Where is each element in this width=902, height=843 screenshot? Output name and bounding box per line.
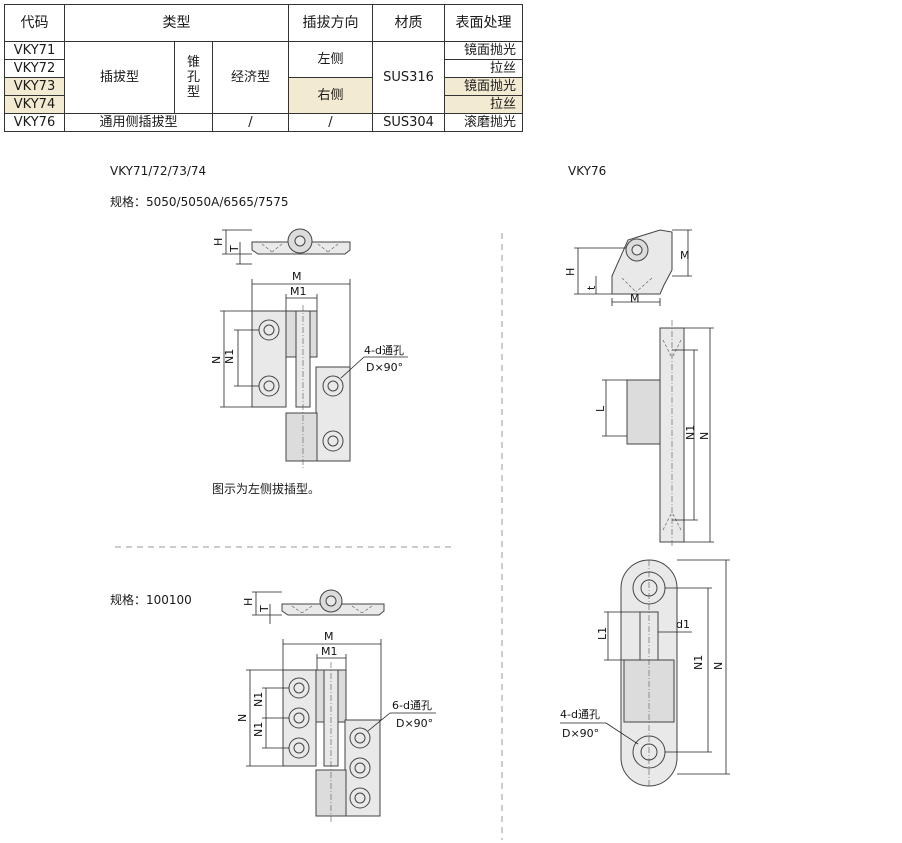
left-section-title: VKY71/72/73/74 (110, 164, 207, 178)
vky76-front-view: L N1 N (594, 320, 714, 548)
code-cell: VKY73 (4, 77, 65, 96)
dim-M-vky76-a: M (680, 249, 690, 262)
dim-N-vky76-b: N (712, 662, 725, 670)
dim-H-2: H (242, 598, 255, 606)
header-material: 材质 (372, 4, 445, 42)
hinge-side-view-1: H T (212, 228, 351, 265)
dim-M-2: M (324, 630, 334, 643)
hinge-front-view-2: M M1 N N1 N1 6-d通孔 D×90° (236, 630, 436, 824)
finish-cell: 滚磨抛光 (444, 113, 523, 132)
dim-N-1: N (210, 356, 223, 364)
dim-N1-vky76-a: N1 (684, 425, 697, 440)
header-type: 类型 (64, 4, 289, 42)
hinge-side-view-2: H T (242, 589, 385, 624)
dim-N-2: N (236, 714, 249, 722)
finish-cell: 镜面抛光 (444, 41, 523, 60)
spec-label-2: 规格：100100 (110, 593, 192, 607)
direction-right-cell: 右侧 (288, 77, 373, 114)
header-finish: 表面处理 (444, 4, 523, 42)
vky76-side-view: M H t M (564, 229, 692, 306)
code-cell: VKY72 (4, 59, 65, 78)
dim-M-1: M (292, 270, 302, 283)
hole-note-4d-vky76: 4-d通孔 (560, 708, 600, 721)
code-cell: VKY76 (4, 113, 65, 132)
hole-note-6d: 6-d通孔 (392, 699, 432, 712)
drawing-caption: 图示为左侧拔插型。 (212, 482, 321, 496)
dim-T-1: T (228, 245, 241, 253)
header-code: 代码 (4, 4, 65, 42)
type-main-cell: 插拔型 (64, 41, 175, 114)
hole-note-4d-vky76-angle: D×90° (562, 727, 599, 740)
code-cell: VKY74 (4, 95, 65, 114)
material-cell: SUS316 (372, 41, 445, 114)
dim-N-vky76-a: N (698, 432, 711, 440)
table-row: VKY71 插拔型 锥 孔 型 经济型 左侧 SUS316 镜面抛光 (4, 41, 523, 114)
dim-T-2: T (258, 605, 271, 613)
type-hole-cell: 锥 孔 型 (174, 41, 213, 114)
spec-table: 代码 类型 插拔方向 材质 表面处理 VKY71 插拔型 锥 孔 型 经济型 左… (4, 4, 523, 132)
table-row: VKY74 拉丝 (4, 95, 523, 114)
table-row: VKY72 拉丝 (4, 59, 523, 78)
hole-note-4d-angle: D×90° (366, 361, 403, 374)
dim-L1-vky76: L1 (596, 627, 609, 640)
dim-N1-vky76-b: N1 (692, 655, 705, 670)
dim-N1-2b: N1 (252, 722, 265, 737)
spec-label-1: 规格：5050/5050A/6565/7575 (110, 195, 289, 209)
table-row: VKY73 右侧 镜面抛光 (4, 77, 523, 114)
vky76-plan-view: L1 d1 N1 N 4-d通孔 D×90° (560, 559, 730, 787)
dim-N1-1: N1 (223, 349, 236, 364)
right-section-title: VKY76 (568, 164, 607, 178)
dim-N1-2a: N1 (252, 692, 265, 707)
direction-left-cell: 左侧 (288, 41, 373, 78)
hole-note-4d: 4-d通孔 (364, 344, 404, 357)
dim-M1-2: M1 (321, 645, 338, 658)
dim-H-vky76: H (564, 268, 577, 276)
dim-M1-1: M1 (290, 285, 307, 298)
vky76-slash-cell: / (212, 113, 289, 132)
dim-H-1: H (212, 238, 225, 246)
vky76-type-cell: 通用侧插拔型 (64, 113, 213, 132)
table-header-row: 代码 类型 插拔方向 材质 表面处理 (4, 4, 523, 42)
finish-cell: 镜面抛光 (444, 77, 523, 96)
dim-L-vky76: L (594, 405, 607, 412)
dim-t-vky76: t (585, 285, 598, 290)
table-row: VKY76 通用侧插拔型 / / SUS304 滚磨抛光 (4, 113, 523, 132)
hinge-front-view-1: M M1 N N1 4-d通孔 D×90° (210, 270, 408, 468)
material-cell: SUS304 (372, 113, 445, 132)
dim-d1-vky76: d1 (676, 618, 690, 631)
hole-note-6d-angle: D×90° (396, 717, 433, 730)
dim-M-vky76-b: M (630, 292, 640, 305)
